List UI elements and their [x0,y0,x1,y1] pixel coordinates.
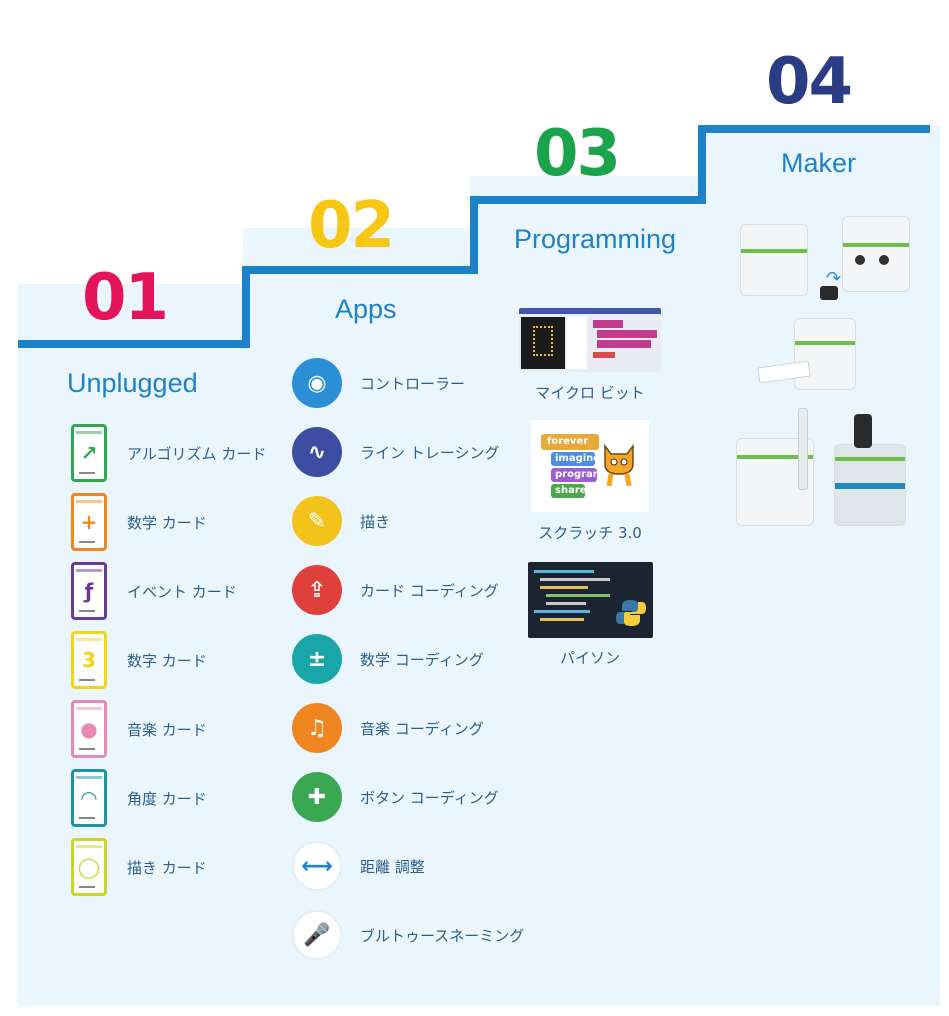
app-item: ± 数学 コーディング [292,634,484,684]
step-number-01: 01 [82,261,169,335]
unplugged-item: 3 数字 カード [71,631,207,689]
app-glyph: ◉ [307,370,327,396]
stair-line-riser-1 [242,266,250,348]
unplugged-item-label: 数字 カード [127,651,207,670]
stair-line-2 [242,266,478,274]
card-mark: ◠ [81,786,97,810]
stair-line-riser-2 [470,196,478,274]
app-item-label: ブルトゥースネーミング [360,926,525,945]
drawing-icon: ✎ [292,496,342,546]
card-mark: ◯ [77,855,101,879]
controller-icon: ◉ [292,358,342,408]
app-item: 🎤 ブルトゥースネーミング [292,910,524,960]
unplugged-item-label: 角度 カード [127,789,207,808]
card-mark: ƒ [84,579,94,603]
app-glyph: 🎤 [303,922,331,948]
scratch-cat-icon [599,440,639,488]
python-logo-icon [616,598,646,632]
app-glyph: ✎ [307,508,327,534]
maker-robot-sensor-image: ↷ [740,216,920,306]
scratch-block-forever: forever [541,434,599,450]
stair-line-1 [18,340,250,348]
maker-robot-drawing-image [726,408,912,528]
scratch-block-imagine: imagine [551,452,600,466]
music-card-icon: ● [71,700,107,758]
app-item: ⇪ カード コーディング [292,565,499,615]
app-glyph: ✚ [307,784,327,810]
distance-icon: ⟷ [292,841,342,891]
unplugged-item: ● 音楽 カード [71,700,207,758]
app-item-label: カード コーディング [360,581,499,600]
unplugged-item: + 数学 カード [71,493,207,551]
app-item: ♫ 音楽 コーディング [292,703,484,753]
unplugged-item-label: アルゴリズム カード [127,444,267,463]
card-mark: + [80,510,98,534]
stair-line-3 [470,196,706,204]
app-glyph: ⟷ [301,853,333,879]
maker-robot-arm-image [757,318,858,398]
drawing-card-icon: ◯ [71,838,107,896]
app-glyph: ♫ [307,715,327,741]
stair-line-4 [698,125,930,133]
unplugged-item-label: 音楽 カード [127,720,207,739]
stair-line-riser-3 [698,125,706,204]
card-mark: 3 [82,648,96,672]
card-mark: ↗ [80,441,98,465]
app-glyph: ± [307,646,327,672]
app-glyph: ⇪ [307,577,327,603]
line-tracing-icon: ∿ [292,427,342,477]
card-coding-icon: ⇪ [292,565,342,615]
app-item-label: 音楽 コーディング [360,719,484,738]
scratch-block-share: share [551,484,587,498]
app-item-label: ライン トレーシング [360,443,500,462]
microbit-screenshot [519,308,661,372]
app-item-label: 距離 調整 [360,857,425,876]
app-item-label: コントローラー [360,374,466,393]
step-number-04: 04 [766,45,853,119]
app-item-label: 描き [360,512,391,531]
unplugged-item: ◯ 描き カード [71,838,207,896]
app-item: ⟷ 距離 調整 [292,841,425,891]
app-item: ◉ コントローラー [292,358,465,408]
unplugged-item-label: イベント カード [127,582,237,601]
scratch-block-program: program [551,468,603,482]
step-bg-4 [699,126,940,186]
category-title-apps: Apps [335,294,397,324]
step-bg-1 [18,284,940,1006]
programming-caption-microbit: マイクロ ビット [535,384,645,402]
event-card-icon: ƒ [71,562,107,620]
unplugged-item: ƒ イベント カード [71,562,237,620]
category-title-maker: Maker [781,148,857,178]
math-card-icon: + [71,493,107,551]
scratch-logo: forever imagine program share [531,420,649,512]
step-bg-2 [243,228,940,288]
algorithm-card-icon: ↗ [71,424,107,482]
music-coding-icon: ♫ [292,703,342,753]
app-item-label: 数学 コーディング [360,650,484,669]
app-item: ✎ 描き [292,496,390,546]
app-item: ✚ ボタン コーディング [292,772,499,822]
app-glyph: ∿ [307,439,327,465]
programming-caption-python: パイソン [559,649,620,667]
unplugged-item-label: 描き カード [127,858,207,877]
python-screenshot [528,562,653,638]
app-item: ∿ ライン トレーシング [292,427,499,477]
category-title-unplugged: Unplugged [67,368,198,398]
angle-card-icon: ◠ [71,769,107,827]
unplugged-item: ◠ 角度 カード [71,769,207,827]
microphone-icon: 🎤 [292,910,342,960]
app-item-label: ボタン コーディング [360,788,499,807]
math-coding-icon: ± [292,634,342,684]
programming-caption-scratch: スクラッチ 3.0 [538,524,642,542]
button-coding-icon: ✚ [292,772,342,822]
step-number-02: 02 [308,189,395,263]
step-number-03: 03 [534,117,621,191]
number-card-icon: 3 [71,631,107,689]
card-mark: ● [80,717,98,741]
category-title-programming: Programming [514,224,677,254]
unplugged-item: ↗ アルゴリズム カード [71,424,266,482]
unplugged-item-label: 数学 カード [127,513,207,532]
